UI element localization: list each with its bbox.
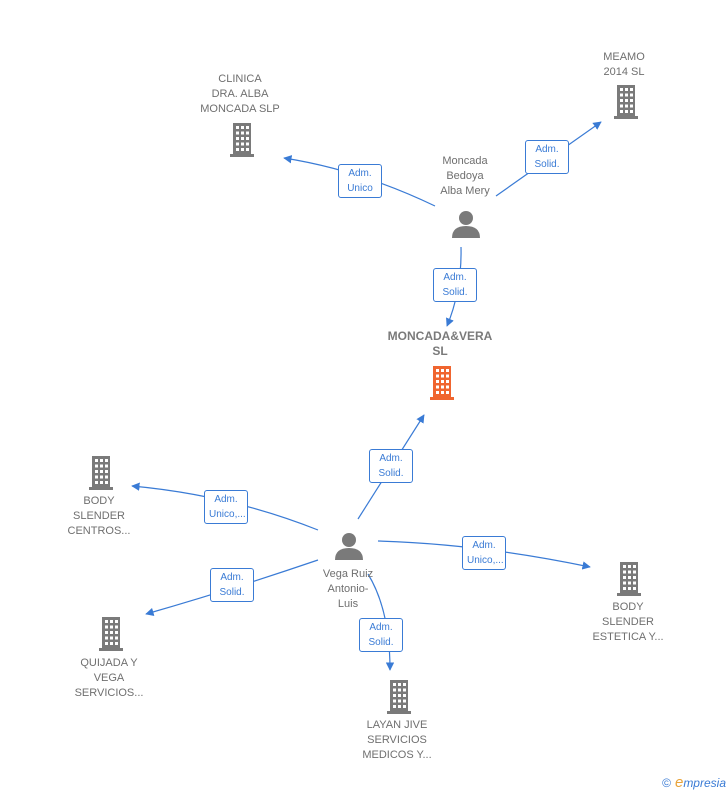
edge-label-moncada_bedoya-to-meamo[interactable]: Adm. Solid. <box>525 140 569 174</box>
edge-label-vega_ruiz-to-layan[interactable]: Adm. Solid. <box>359 618 403 652</box>
person-icon-vega_ruiz[interactable] <box>335 533 363 560</box>
edge-label-vega_ruiz-to-moncada_vera[interactable]: Adm. Solid. <box>369 449 413 483</box>
edge-label-moncada_bedoya-to-moncada_vera[interactable]: Adm. Solid. <box>433 268 477 302</box>
brand-initial: e <box>674 774 684 791</box>
copyright-symbol: © <box>662 776 671 790</box>
node-label-layan[interactable]: LAYAN JIVE SERVICIOS MEDICOS Y... <box>362 719 432 761</box>
building-icon-moncada_vera[interactable] <box>430 366 454 400</box>
node-label-vega_ruiz[interactable]: Vega Ruiz Antonio- Luis <box>322 568 374 610</box>
node-label-body_estetica[interactable]: BODY SLENDER ESTETICA Y... <box>592 601 664 643</box>
edge-label-vega_ruiz-to-quijada[interactable]: Adm. Solid. <box>210 568 254 602</box>
edge-label-vega_ruiz-to-body_estetica[interactable]: Adm. Unico,... <box>462 536 506 570</box>
node-label-body_centros[interactable]: BODY SLENDER CENTROS... <box>67 495 131 537</box>
empresia-logo: ©empresia <box>662 774 726 791</box>
person-icon-moncada_bedoya[interactable] <box>452 211 480 238</box>
building-icon-clinica[interactable] <box>230 123 254 157</box>
edge-vega_ruiz-to-layan <box>367 573 395 671</box>
edge-label-vega_ruiz-to-body_centros[interactable]: Adm. Unico,... <box>204 490 248 524</box>
edge-label-moncada_bedoya-to-clinica[interactable]: Adm. Unico <box>338 164 382 198</box>
building-icon-quijada[interactable] <box>99 617 123 651</box>
node-label-moncada_vera[interactable]: MONCADA&VERA SL <box>387 329 493 358</box>
node-label-moncada_bedoya[interactable]: Moncada Bedoya Alba Mery <box>440 155 490 197</box>
building-icon-body_centros[interactable] <box>89 456 113 490</box>
node-label-meamo[interactable]: MEAMO 2014 SL <box>603 51 645 78</box>
node-label-clinica[interactable]: CLINICA DRA. ALBA MONCADA SLP <box>200 73 280 115</box>
node-label-quijada[interactable]: QUIJADA Y VEGA SERVICIOS... <box>74 657 144 699</box>
building-icon-body_estetica[interactable] <box>617 562 641 596</box>
building-icon-layan[interactable] <box>387 680 411 714</box>
brand-name: mpresia <box>683 776 726 790</box>
building-icon-meamo[interactable] <box>614 85 638 119</box>
